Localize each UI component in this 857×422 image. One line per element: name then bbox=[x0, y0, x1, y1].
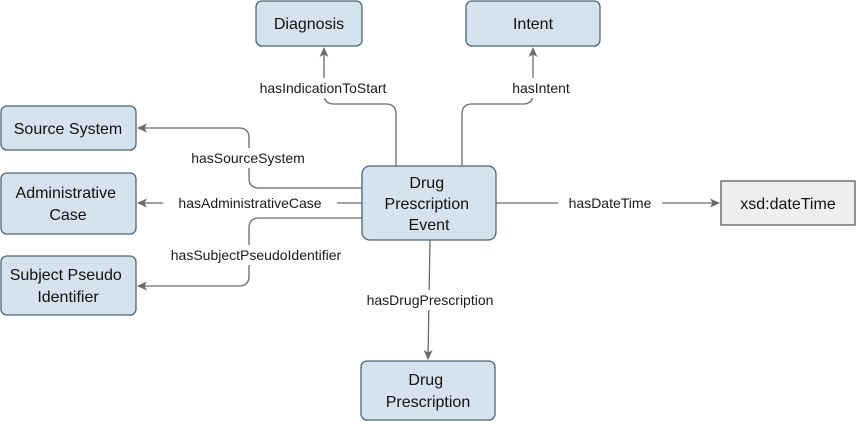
edge-has-intent bbox=[461, 47, 538, 166]
node-drug-prescription-event[interactable]: Drug Prescription Event bbox=[361, 165, 497, 241]
node-diagnosis[interactable]: Diagnosis bbox=[255, 0, 363, 47]
label-has-administrative-case: hasAdministrativeCase bbox=[178, 195, 321, 211]
svg-text:Drug Prescription: Drug Prescription Event bbox=[385, 175, 474, 234]
node-administrative-case[interactable]: Administrative Case bbox=[0, 172, 137, 235]
node-drug-prescription-line-1: Drug bbox=[408, 372, 443, 389]
node-drug-prescription-event-line-2: Prescription bbox=[385, 196, 469, 213]
node-datetime-literal-label: xsd:dateTime bbox=[740, 196, 836, 213]
node-subject-pseudo-identifier[interactable]: Subject Pseudo Identifier bbox=[0, 255, 137, 316]
label-has-drug-prescription: hasDrugPrescription bbox=[367, 292, 494, 308]
node-drug-prescription[interactable]: Drug Prescription bbox=[360, 360, 496, 421]
node-intent[interactable]: Intent bbox=[465, 0, 601, 47]
svg-text:Administrative Case: Administrative Case bbox=[16, 185, 121, 224]
label-has-intent: hasIntent bbox=[512, 80, 570, 96]
svg-text:Subject Pseudo Identif: Subject Pseudo Identifier bbox=[10, 267, 127, 306]
svg-text:Drug Prescription: Drug Prescription bbox=[386, 372, 470, 411]
node-datetime-literal[interactable]: xsd:dateTime bbox=[720, 180, 856, 226]
node-source-system[interactable]: Source System bbox=[0, 105, 137, 151]
edge-has-indication-to-start bbox=[319, 47, 397, 166]
node-diagnosis-label: Diagnosis bbox=[274, 16, 344, 33]
node-subject-pseudo-identifier-line-1: Subject Pseudo bbox=[10, 267, 122, 284]
node-subject-pseudo-identifier-line-2: Identifier bbox=[37, 289, 99, 306]
label-has-date-time: hasDateTime bbox=[569, 195, 652, 211]
label-has-subject-pseudo-identifier: hasSubjectPseudoIdentifier bbox=[171, 247, 342, 263]
node-administrative-case-line-1: Administrative bbox=[16, 185, 117, 202]
node-drug-prescription-event-line-3: Event bbox=[409, 217, 450, 234]
node-administrative-case-line-2: Case bbox=[49, 207, 86, 224]
label-has-indication-to-start: hasIndicationToStart bbox=[260, 80, 387, 96]
node-drug-prescription-event-line-1: Drug bbox=[409, 175, 444, 192]
node-drug-prescription-line-2: Prescription bbox=[386, 394, 470, 411]
node-intent-label: Intent bbox=[513, 16, 554, 33]
node-source-system-label: Source System bbox=[14, 121, 122, 138]
label-has-source-system: hasSourceSystem bbox=[191, 150, 305, 166]
edge-labels: hasIndicationToStart hasIntent hasSource… bbox=[153, 78, 662, 310]
